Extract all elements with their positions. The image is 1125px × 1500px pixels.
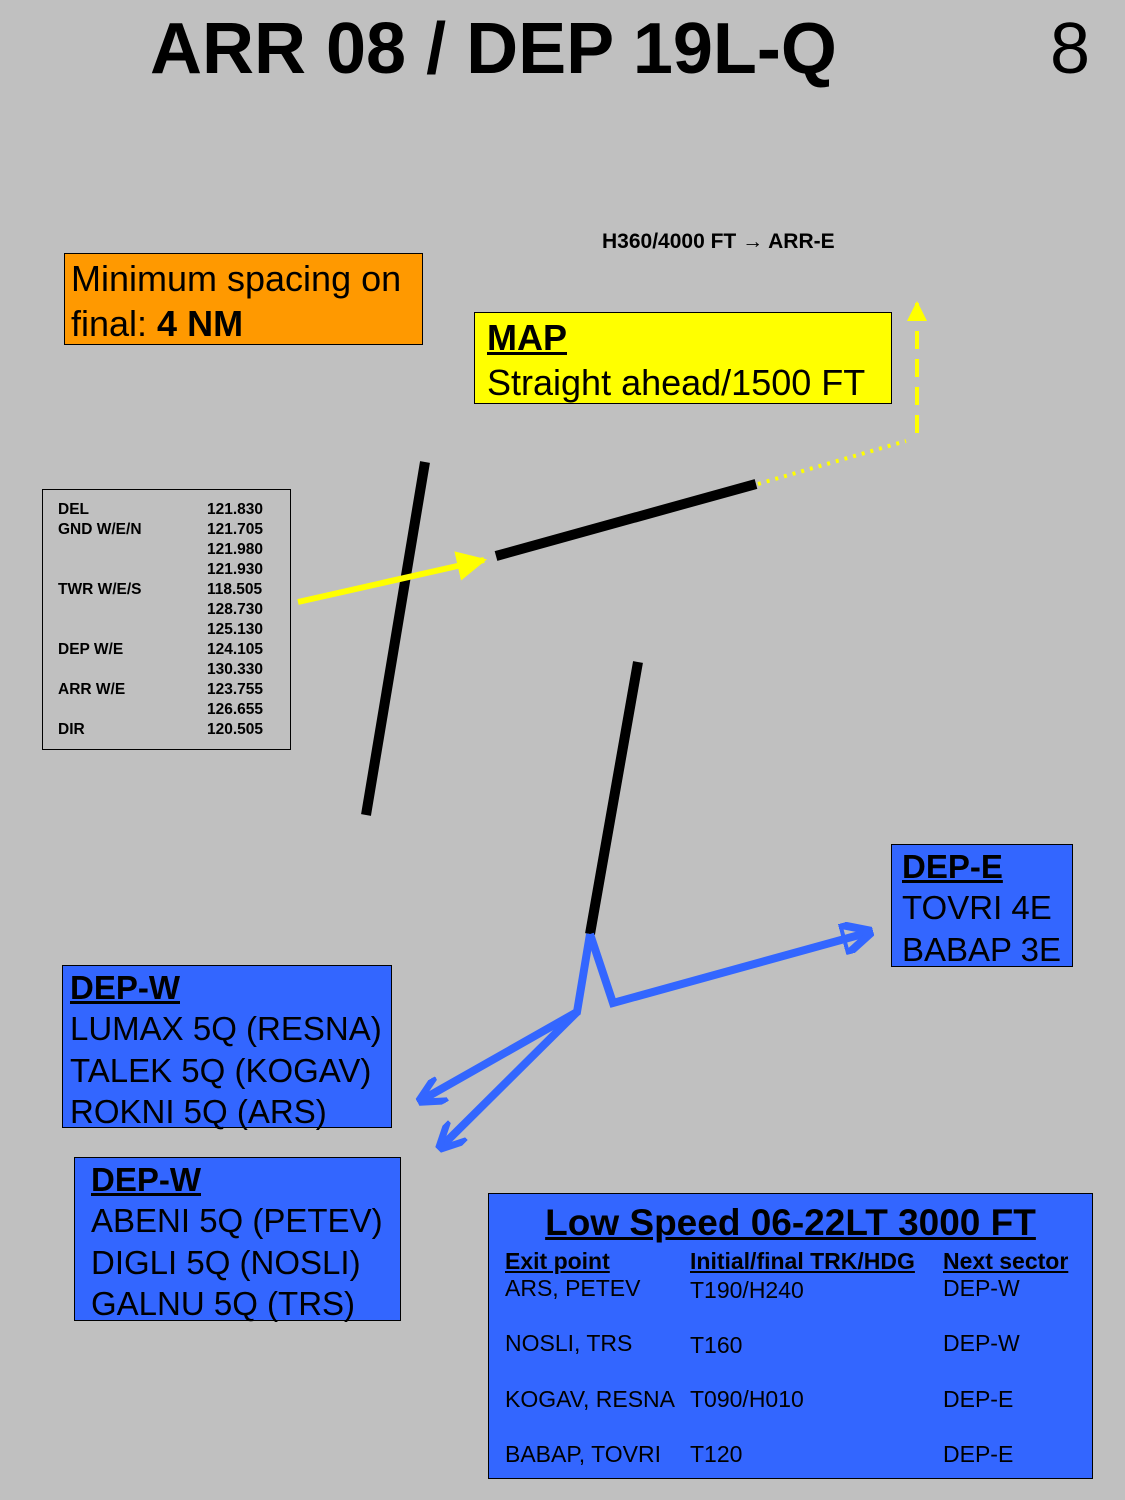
low-speed-table: Low Speed 06-22LT 3000 FT Exit point Ini… [488,1193,1093,1479]
table-cell-sector: DEP-E [943,1441,1014,1467]
dep-w-south-header: DEP-W [91,1161,201,1198]
dep-w-north-route: ROKNI 5Q (ARS) [70,1092,327,1130]
dep-w-north-route: LUMAX 5Q (RESNA) [70,1010,382,1048]
dep-w-south-route: ABENI 5Q (PETEV) [91,1202,383,1240]
dep-w-south-box: DEP-W ABENI 5Q (PETEV) DIGLI 5Q (NOSLI) … [74,1157,401,1322]
dep-e-box: DEP-E TOVRI 4E BABAP 3E [891,844,1073,968]
frequency-value: 124.105 [207,641,264,658]
frequency-row: 126.655 [43,700,290,720]
min-spacing-value: 4 NM [157,303,244,344]
low-speed-title: Low Speed 06-22LT 3000 FT [545,1202,1036,1243]
column-header-trk-hdg: Initial/final TRK/HDG [690,1248,915,1274]
table-cell-exit: ARS, PETEV [505,1275,641,1301]
dep-e-header: DEP-E [902,848,1003,885]
table-cell-exit: BABAP, TOVRI [505,1441,661,1467]
dep-e-route: TOVRI 4E [902,889,1052,927]
frequency-row: ARR W/E 123.755 [43,680,290,700]
page-title: ARR 08 / DEP 19L-Q [150,9,837,89]
frequency-value: 130.330 [207,661,264,678]
min-spacing-line1: Minimum spacing on [71,258,402,299]
frequency-row: 128.730 [43,600,290,620]
dep-w-south-route: GALNU 5Q (TRS) [91,1284,356,1322]
frequency-label: DEL [58,501,89,518]
dep-w-north-header: DEP-W [70,969,180,1006]
departure-east-route [586,932,870,1008]
missed-approach-instruction: H360/4000 FT → ARR-E [602,230,835,253]
frequency-row: DEP W/E 124.105 [43,640,290,660]
frequency-row: 121.980 [43,540,290,560]
frequency-label: ARR W/E [58,681,126,698]
table-cell-exit: NOSLI, TRS [505,1330,633,1356]
column-header-exit-point: Exit point [505,1248,610,1274]
table-cell-exit: KOGAV, RESNA [505,1386,676,1412]
dep-w-south-route: DIGLI 5Q (NOSLI) [91,1243,361,1281]
frequency-label: DIR [58,721,85,738]
dep-w-north-route: TALEK 5Q (KOGAV) [70,1051,372,1089]
frequency-row: 130.330 [43,660,290,680]
frequency-value: 121.705 [207,521,264,538]
frequency-row: DEL 121.830 [43,500,290,520]
frequency-value: 123.755 [207,681,264,698]
frequency-value: 120.505 [207,721,264,738]
departure-west-south-route [440,1009,580,1148]
min-spacing-prefix: final: [71,303,158,344]
frequency-value: 121.930 [207,561,264,578]
frequency-row: DIR 120.505 [43,720,290,740]
runway-crossing [494,479,758,561]
frequency-value: 128.730 [207,601,264,618]
frequency-label: DEP W/E [58,641,124,658]
runway-left [361,461,430,816]
minimum-spacing-box: Minimum spacing on final: 4 NM [64,253,423,345]
frequency-value: 121.830 [207,501,264,518]
frequency-table: DEL 121.830 GND W/E/N 121.705 121.980 121.… [42,489,291,750]
departure-west-north-route [420,933,594,1101]
frequency-row: TWR W/E/S 118.505 [43,580,290,600]
frequency-label: TWR W/E/S [58,581,142,598]
arrival-track-arrow [297,551,487,605]
frequency-row: 125.130 [43,620,290,640]
map-header: MAP [487,317,567,358]
table-cell-sector: DEP-W [943,1275,1020,1301]
dep-e-route: BABAP 3E [902,930,1061,968]
frequency-value: 121.980 [207,541,264,558]
map-box: MAP Straight ahead/1500 FT [474,312,892,404]
frequency-value: 126.655 [207,701,264,718]
table-cell-trk: T090/H010 [690,1386,804,1412]
table-cell-trk: T160 [690,1332,743,1358]
table-cell-sector: DEP-W [943,1330,1020,1356]
frequency-row: 121.930 [43,560,290,580]
dep-w-north-box: DEP-W LUMAX 5Q (RESNA) TALEK 5Q (KOGAV) … [62,965,392,1130]
missed-approach-dotted [757,439,907,486]
runway-right [585,661,643,935]
frequency-value: 125.130 [207,621,264,638]
page-number: 8 [1050,9,1091,89]
frequency-row: GND W/E/N 121.705 [43,520,290,540]
map-text: Straight ahead/1500 FT [487,362,866,403]
table-cell-sector: DEP-E [943,1386,1014,1412]
frequency-label: GND W/E/N [58,521,142,538]
column-header-next-sector: Next sector [943,1248,1069,1274]
table-cell-trk: T190/H240 [690,1277,804,1303]
table-cell-trk: T120 [690,1441,743,1467]
frequency-value: 118.505 [207,581,263,598]
